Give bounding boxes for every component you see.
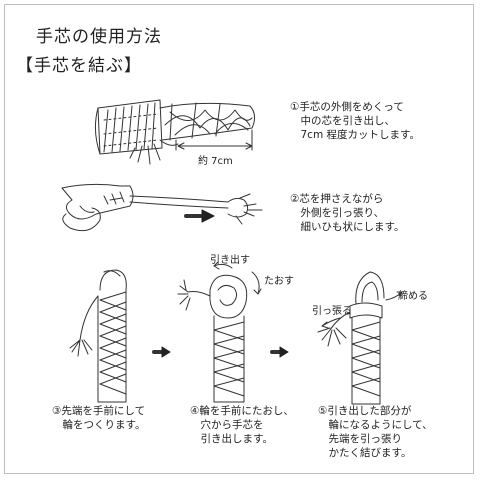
pull-label: 引っ張る <box>312 306 352 317</box>
length-label: 約 7cm <box>198 156 233 167</box>
section-heading: 【手芯を結ぶ】 <box>16 56 142 76</box>
step-5-text: ⑤引き出した部分が 輪になるようにして、 先端を引っ張り かたく結びます。 <box>318 405 433 459</box>
fold-label: たおす <box>264 276 294 287</box>
step-4-text: ④輪を手前にたおし、 穴から手芯を 引き出します。 <box>190 405 294 445</box>
page-title: 手芯の使用方法 <box>36 27 162 47</box>
step5-illustration <box>317 271 403 405</box>
tighten-label: 締める <box>398 291 428 302</box>
page-frame <box>4 4 474 474</box>
step-1-text: ①手芯の外側をめくって 中の芯を引き出し、 7cm 程度カットします。 <box>290 101 420 141</box>
step3-illustration <box>69 269 171 403</box>
step1-illustration <box>94 99 256 165</box>
step-2-text: ②芯を押さえながら 外側を引っ張り、 細いひも状にします。 <box>290 193 405 233</box>
pull-out-label: 引き出す <box>210 255 250 266</box>
step4-illustration <box>177 261 289 403</box>
step2-illustration <box>61 183 263 232</box>
step-3-text: ③先端を手前にして 輪をつくります。 <box>52 405 146 431</box>
